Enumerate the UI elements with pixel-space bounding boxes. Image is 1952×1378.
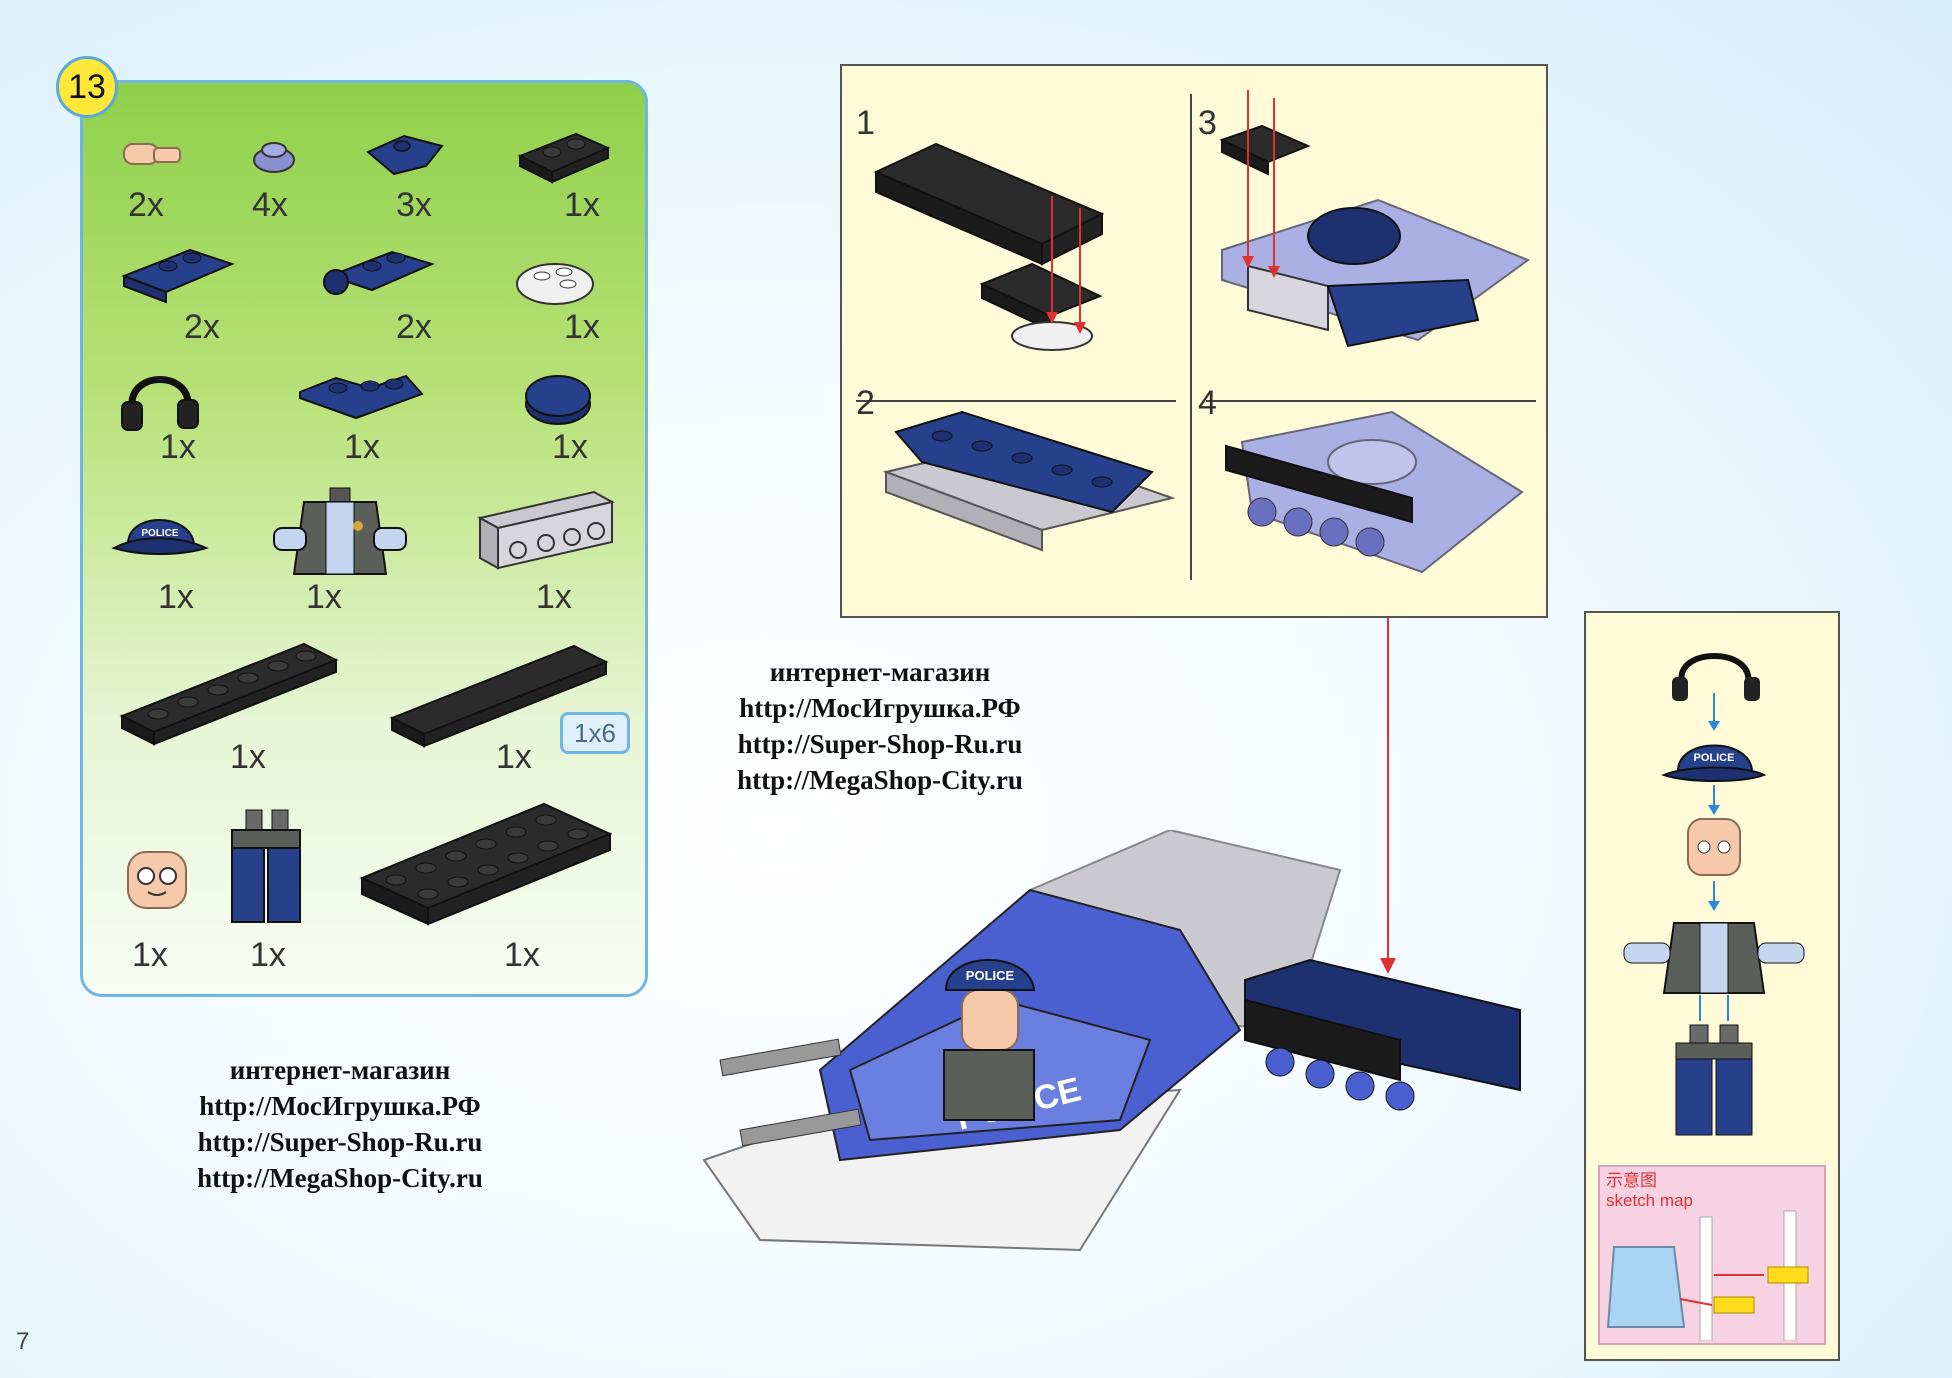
watermark-upper: интернет-магазин http://МосИгрушка.РФ ht… bbox=[700, 654, 1060, 798]
watermark-lower-line-2: http://МосИгрушка.РФ bbox=[199, 1091, 481, 1121]
sketch-map-illustration bbox=[1606, 1210, 1809, 1341]
step-3-label: 3 bbox=[1198, 104, 1217, 142]
minifig-head-icon bbox=[127, 851, 187, 909]
plate-1x6-qty: 1x bbox=[230, 738, 266, 776]
police-cap-text: POLICE bbox=[141, 528, 179, 539]
tile-1x6-icon bbox=[389, 644, 609, 748]
slope-wedge-icon bbox=[366, 134, 444, 176]
connector-arrow bbox=[1380, 618, 1396, 974]
police-cap-qty: 1x bbox=[158, 578, 194, 616]
sketch-map-title: 示意图 sketch map bbox=[1606, 1171, 1693, 1211]
plate-2x6-icon bbox=[359, 802, 613, 926]
minifig-legs-qty: 1x bbox=[250, 936, 286, 974]
minifig-torso-icon bbox=[273, 487, 407, 575]
watermark-lower-line-3: http://Super-Shop-Ru.ru bbox=[197, 1127, 483, 1157]
sketch-map-inset: 示意图 sketch map bbox=[1598, 1165, 1826, 1345]
watermark-lower-line-1: интернет-магазин bbox=[229, 1055, 451, 1085]
step-divider-left bbox=[856, 400, 1176, 402]
bracket-1x4-qty: 1x bbox=[536, 578, 572, 616]
bracket-1x4-icon bbox=[477, 490, 615, 570]
sketch-cap-text: POLICE bbox=[1694, 752, 1735, 764]
round-plate-1x1-qty: 4x bbox=[252, 186, 288, 224]
slope-wedge-qty: 3x bbox=[396, 186, 432, 224]
step-3-illustration bbox=[1219, 90, 1531, 348]
tile-1x6-qty: 1x bbox=[496, 738, 532, 776]
minifig-assembly-illustration: POLICE bbox=[1623, 653, 1805, 1136]
step-4-label: 4 bbox=[1198, 384, 1217, 422]
step-1-illustration bbox=[873, 142, 1105, 351]
watermark-upper-line-3: http://Super-Shop-Ru.ru bbox=[737, 729, 1023, 759]
plate-1x2-qty: 1x bbox=[564, 186, 600, 224]
hinge-plate-claw-icon bbox=[323, 250, 435, 295]
hero-cap-text: POLICE bbox=[966, 968, 1015, 983]
step-2-illustration bbox=[882, 410, 1176, 552]
hero-boat-model: POLICE POLICE bbox=[702, 830, 1521, 1252]
minifig-assembly-panel: POLICE 示意图 sketch map bbox=[1584, 611, 1840, 1361]
watermark-lower: интернет-магазин http://МосИгрушка.РФ ht… bbox=[160, 1052, 520, 1196]
watermark-upper-line-2: http://МосИгрушка.РФ bbox=[739, 693, 1021, 723]
watermark-lower-line-4: http://MegaShop-City.ru bbox=[197, 1163, 483, 1193]
size-callout-bubble: 1x6 bbox=[560, 712, 630, 754]
round-tile-2x2-icon bbox=[525, 375, 591, 425]
hand-qty: 2x bbox=[128, 186, 164, 224]
step-2-label: 2 bbox=[856, 384, 875, 422]
round-plate-2x2-qty: 1x bbox=[564, 308, 600, 346]
police-cap-icon: POLICE bbox=[111, 519, 209, 555]
round-plate-2x2-icon bbox=[516, 263, 594, 305]
minifig-torso-qty: 1x bbox=[306, 578, 342, 616]
minifig-legs-icon bbox=[231, 809, 301, 923]
round-tile-2x2-qty: 1x bbox=[552, 428, 588, 466]
hinge-plate-claw-qty: 2x bbox=[396, 308, 432, 346]
plate-1x2-icon bbox=[517, 132, 611, 184]
hinge-plate-1x2-icon bbox=[121, 248, 235, 304]
step-4-illustration bbox=[1225, 410, 1524, 574]
sketch-map-title-cn: 示意图 bbox=[1606, 1171, 1657, 1190]
step-number-badge: 13 bbox=[56, 56, 118, 118]
step-divider-right bbox=[1206, 400, 1536, 402]
corner-plate-icon bbox=[299, 374, 424, 420]
hand-part-icon bbox=[123, 143, 181, 165]
round-plate-1x1-icon bbox=[253, 142, 295, 173]
step-1-label: 1 bbox=[856, 104, 875, 142]
watermark-upper-line-1: интернет-магазин bbox=[769, 657, 991, 687]
page-number: 7 bbox=[16, 1328, 30, 1355]
plate-2x6-qty: 1x bbox=[504, 936, 540, 974]
hinge-plate-1x2-qty: 2x bbox=[184, 308, 220, 346]
corner-plate-qty: 1x bbox=[344, 428, 380, 466]
headset-qty: 1x bbox=[160, 428, 196, 466]
headset-icon bbox=[121, 376, 199, 431]
sketch-map-title-en: sketch map bbox=[1606, 1191, 1693, 1210]
minifig-head-qty: 1x bbox=[132, 936, 168, 974]
build-steps-panel: 1 2 3 4 bbox=[840, 64, 1548, 618]
watermark-upper-line-4: http://MegaShop-City.ru bbox=[737, 765, 1023, 795]
plate-1x6-icon bbox=[119, 642, 339, 746]
step-divider-vertical bbox=[1190, 94, 1192, 580]
